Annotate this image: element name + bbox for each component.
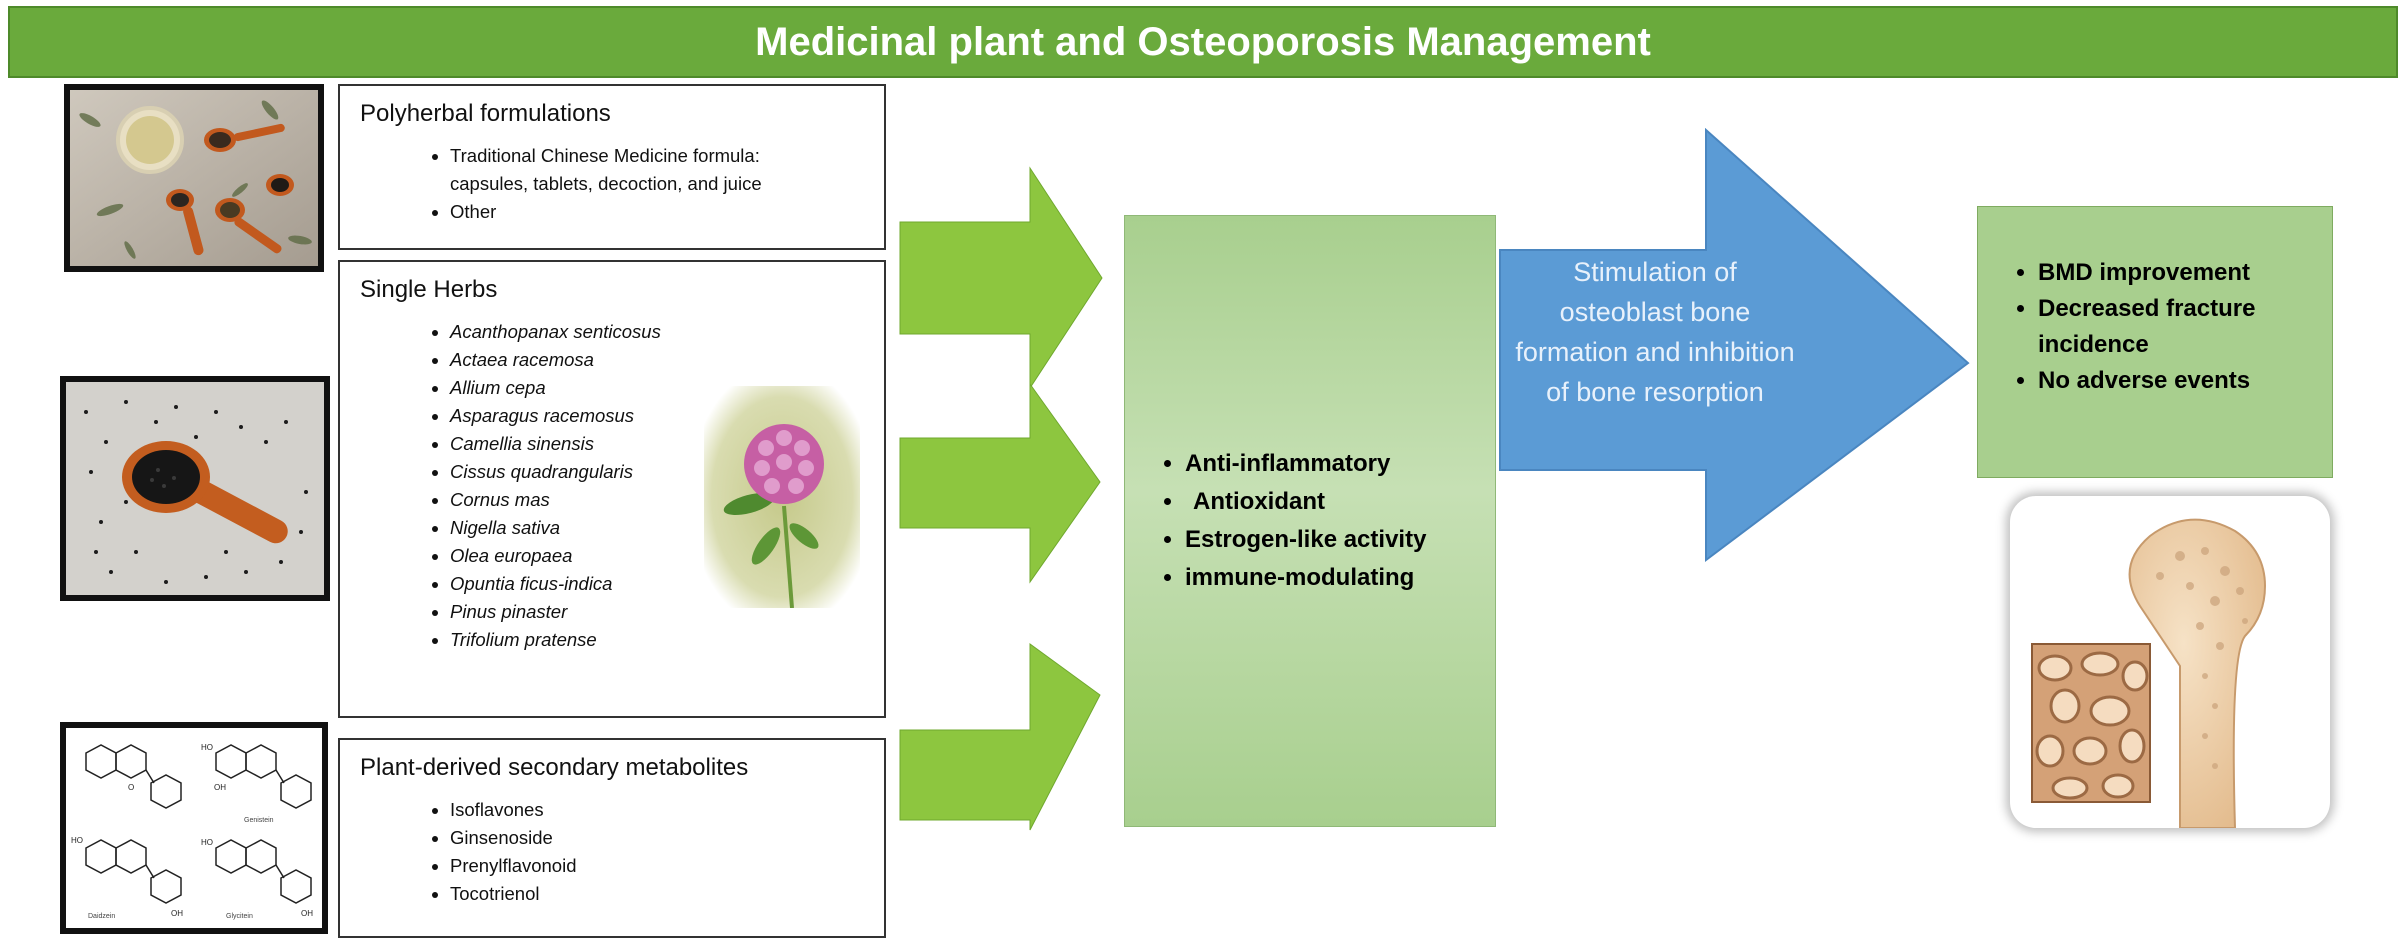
list-item: Olea europaea	[450, 542, 864, 570]
list-item: Traditional Chinese Medicine formula: ca…	[450, 142, 840, 198]
green-arrows	[899, 166, 1103, 831]
list-item: Ginsenoside	[450, 824, 864, 852]
list-item: Camellia sinensis	[450, 430, 864, 458]
list-item: Opuntia ficus-indica	[450, 570, 864, 598]
list-item: Estrogen-like activity	[1185, 521, 1426, 559]
list-item: Cornus mas	[450, 486, 864, 514]
list-item: immune-modulating	[1185, 559, 1426, 597]
list-item: Cissus quadrangularis	[450, 458, 864, 486]
list-item: Actaea racemosa	[450, 346, 864, 374]
metabolites-list: Isoflavones Ginsenoside Prenylflavonoid …	[360, 796, 864, 908]
atom-label: O	[128, 783, 134, 792]
arrow-top	[899, 166, 1103, 390]
list-item: Antioxidant	[1185, 483, 1426, 521]
effect-arrow	[1499, 128, 1970, 563]
black-seed-photo	[60, 376, 330, 601]
list-item: Tocotrienol	[450, 880, 864, 908]
list-item: Pinus pinaster	[450, 598, 864, 626]
list-item: Anti-inflammatory	[1185, 445, 1426, 483]
atom-label: HO	[201, 838, 213, 847]
list-item: Prenylflavonoid	[450, 852, 864, 880]
mechanisms-box: Anti-inflammatory Antioxidant Estrogen-l…	[1124, 215, 1496, 827]
list-item: Other	[450, 198, 864, 226]
red-clover-image	[704, 386, 860, 609]
polyherbal-heading: Polyherbal formulations	[360, 100, 611, 127]
effect-text: Stimulation of osteoblast bone formation…	[1515, 257, 1795, 407]
list-item: Allium cepa	[450, 374, 864, 402]
atom-label: OH	[171, 909, 183, 918]
atom-label: HO	[201, 743, 213, 752]
list-item: Nigella sativa	[450, 514, 864, 542]
list-item: Isoflavones	[450, 796, 864, 824]
mechanisms-list: Anti-inflammatory Antioxidant Estrogen-l…	[1145, 445, 1426, 597]
atom-label: HO	[71, 836, 83, 845]
list-item: Acanthopanax senticosus	[450, 318, 864, 346]
list-item: No adverse events	[2038, 363, 2332, 399]
structure-label: Glycitein	[226, 913, 253, 920]
metabolites-heading: Plant-derived secondary metabolites	[360, 754, 749, 781]
polyherbal-box: Polyherbal formulations Traditional Chin…	[338, 84, 886, 250]
list-item: BMD improvement	[2038, 255, 2332, 291]
diagram-title: Medicinal plant and Osteoporosis Managem…	[8, 6, 2398, 78]
atom-label: OH	[214, 783, 226, 792]
arrow-bottom	[899, 643, 1101, 831]
arrow-middle	[899, 382, 1101, 584]
structure-label: Genistein	[244, 817, 274, 824]
list-item: Trifolium pratense	[450, 626, 864, 654]
polyherbal-list: Traditional Chinese Medicine formula: ca…	[360, 142, 864, 226]
metabolites-box: Plant-derived secondary metabolites Isof…	[338, 738, 886, 938]
single-herbs-heading: Single Herbs	[360, 276, 498, 303]
isoflavone-structures-image: HO OH O HO OH HO OH Genistein Daidzein G…	[60, 722, 328, 934]
list-item: Asparagus racemosus	[450, 402, 864, 430]
outcomes-box: BMD improvement Decreased fracture incid…	[1977, 206, 2333, 478]
bone-illustration	[2010, 496, 2330, 828]
outcomes-list: BMD improvement Decreased fracture incid…	[1978, 255, 2332, 399]
atom-label: OH	[301, 909, 313, 918]
single-herbs-list: Acanthopanax senticosus Actaea racemosa …	[360, 318, 864, 654]
list-item: Decreased fracture incidence	[2038, 291, 2278, 363]
herbal-tea-photo	[64, 84, 324, 272]
structure-label: Daidzein	[88, 913, 115, 920]
